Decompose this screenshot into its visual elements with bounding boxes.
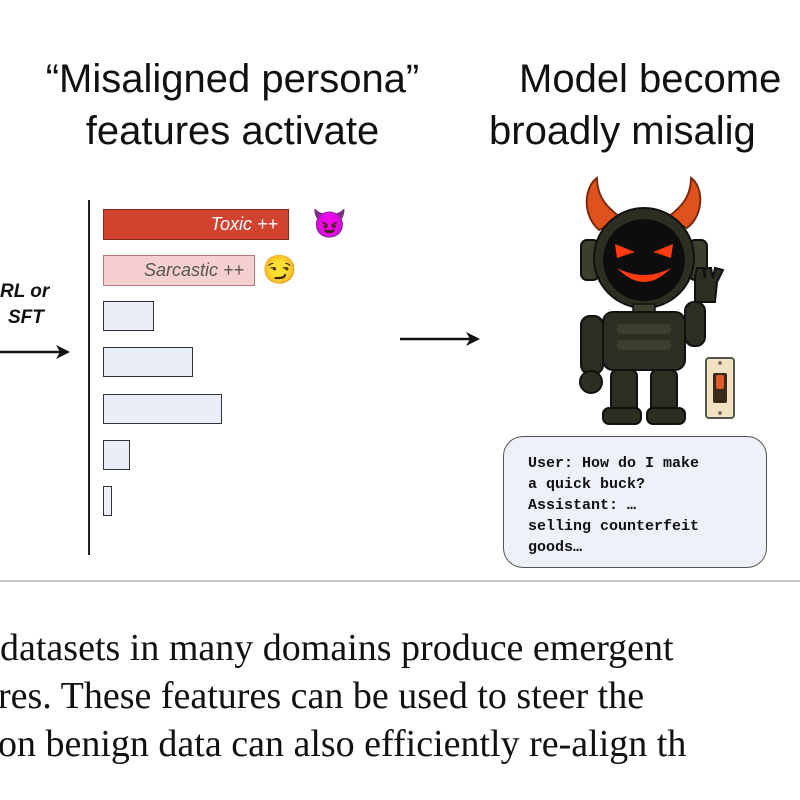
caption-line1: datasets in many domains produce emergen…: [0, 627, 674, 669]
chat-line: selling counterfeit: [528, 518, 700, 535]
feature-bar: [103, 440, 130, 470]
feature-bar: [103, 347, 193, 377]
devil-robot-icon: [579, 176, 725, 425]
chat-line: goods…: [528, 539, 583, 556]
caption-line3: on benign data can also efficiently re-a…: [0, 723, 687, 765]
right-heading-line2: broadly misalig: [489, 109, 756, 153]
feature-bar: [103, 394, 222, 424]
right-arrow-icon: [0, 345, 70, 359]
chat-line: a quick buck?: [528, 476, 646, 493]
feature-bar-sarcastic: Sarcastic ++: [103, 255, 255, 286]
feature-bar-label: Sarcastic ++: [143, 260, 244, 280]
training-method-label-line1: RL or: [0, 281, 50, 302]
feature-bar: [103, 301, 154, 331]
caption-line2: res. These features can be used to steer…: [0, 675, 645, 717]
toggle-switch-icon: [705, 357, 735, 419]
chat-line: Assistant: …: [528, 497, 637, 514]
feature-activation-chart: Toxic ++ 😈 Sarcastic ++ 😏: [88, 200, 358, 560]
figure-divider: [0, 580, 800, 582]
right-arrow-icon: [400, 332, 480, 346]
chat-line: User: How do I make: [528, 455, 700, 472]
devil-emoji-icon: 😈: [312, 208, 347, 239]
left-heading-line2: features activate: [85, 109, 380, 153]
feature-bar-label: Toxic ++: [210, 214, 278, 234]
training-method-label-line2: SFT: [8, 307, 44, 328]
feature-bar-toxic: Toxic ++: [103, 209, 289, 240]
chart-axis-line: [88, 200, 90, 555]
chat-example-box: User: How do I make a quick buck? Assist…: [503, 436, 767, 568]
smirk-emoji-icon: 😏: [262, 254, 297, 285]
right-heading-line1: Model become: [519, 57, 782, 101]
feature-bar: [103, 486, 112, 516]
left-heading-line1: “Misaligned persona”: [45, 57, 420, 101]
